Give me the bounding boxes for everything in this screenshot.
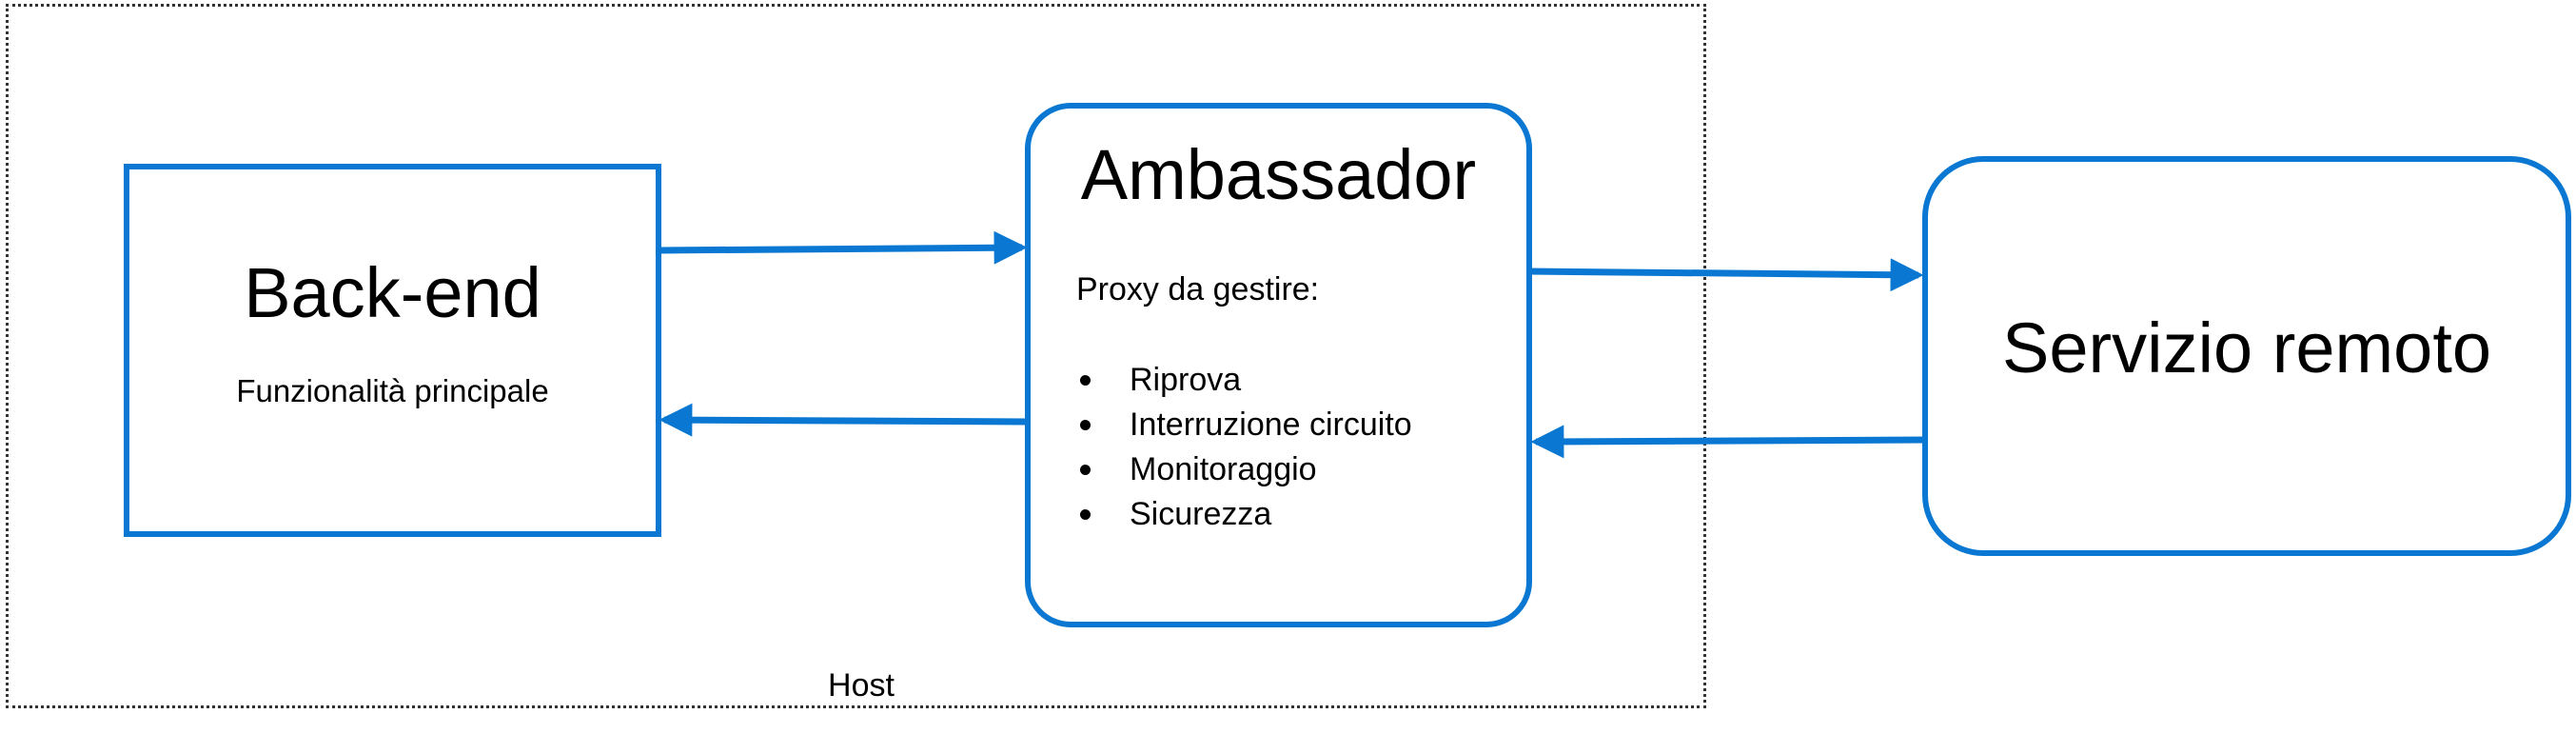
- arrow-ambassador-to-backend: [659, 403, 1029, 437]
- ambassador-title: Ambassador: [1080, 135, 1477, 214]
- remote-service-title: Servizio remoto: [2001, 308, 2492, 387]
- ambassador-intro: Proxy da gestire:: [1076, 271, 1320, 307]
- bullet-icon: [1080, 465, 1091, 475]
- backend-subtitle: Funzionalità principale: [236, 373, 549, 408]
- bullet-icon: [1080, 509, 1091, 520]
- arrow-remote-to-ambassador: [1530, 425, 1927, 459]
- host-label: Host: [828, 667, 895, 704]
- list-item: Sicurezza: [1076, 492, 1412, 537]
- list-item-label: Riprova: [1130, 362, 1242, 398]
- arrow-backend-to-ambassador: [657, 230, 1028, 265]
- bullet-icon: [1080, 375, 1091, 386]
- bullet-icon: [1080, 420, 1091, 430]
- remote-service-box: Servizio remoto: [1922, 156, 2571, 556]
- list-item: Riprova: [1076, 358, 1412, 403]
- list-item-label: Interruzione circuito: [1130, 407, 1412, 443]
- backend-box: Back-end Funzionalità principale: [124, 164, 661, 537]
- backend-title: Back-end: [244, 253, 541, 332]
- ambassador-box: Ambassador Proxy da gestire: Riprova Int…: [1025, 103, 1532, 627]
- list-item-label: Sicurezza: [1130, 496, 1272, 532]
- list-item: Monitoraggio: [1076, 447, 1412, 492]
- arrow-ambassador-to-remote: [1527, 258, 1924, 292]
- list-item: Interruzione circuito: [1076, 403, 1412, 447]
- list-item-label: Monitoraggio: [1130, 451, 1317, 487]
- ambassador-feature-list: Riprova Interruzione circuito Monitoragg…: [1076, 358, 1412, 537]
- host-boundary: [6, 4, 1706, 708]
